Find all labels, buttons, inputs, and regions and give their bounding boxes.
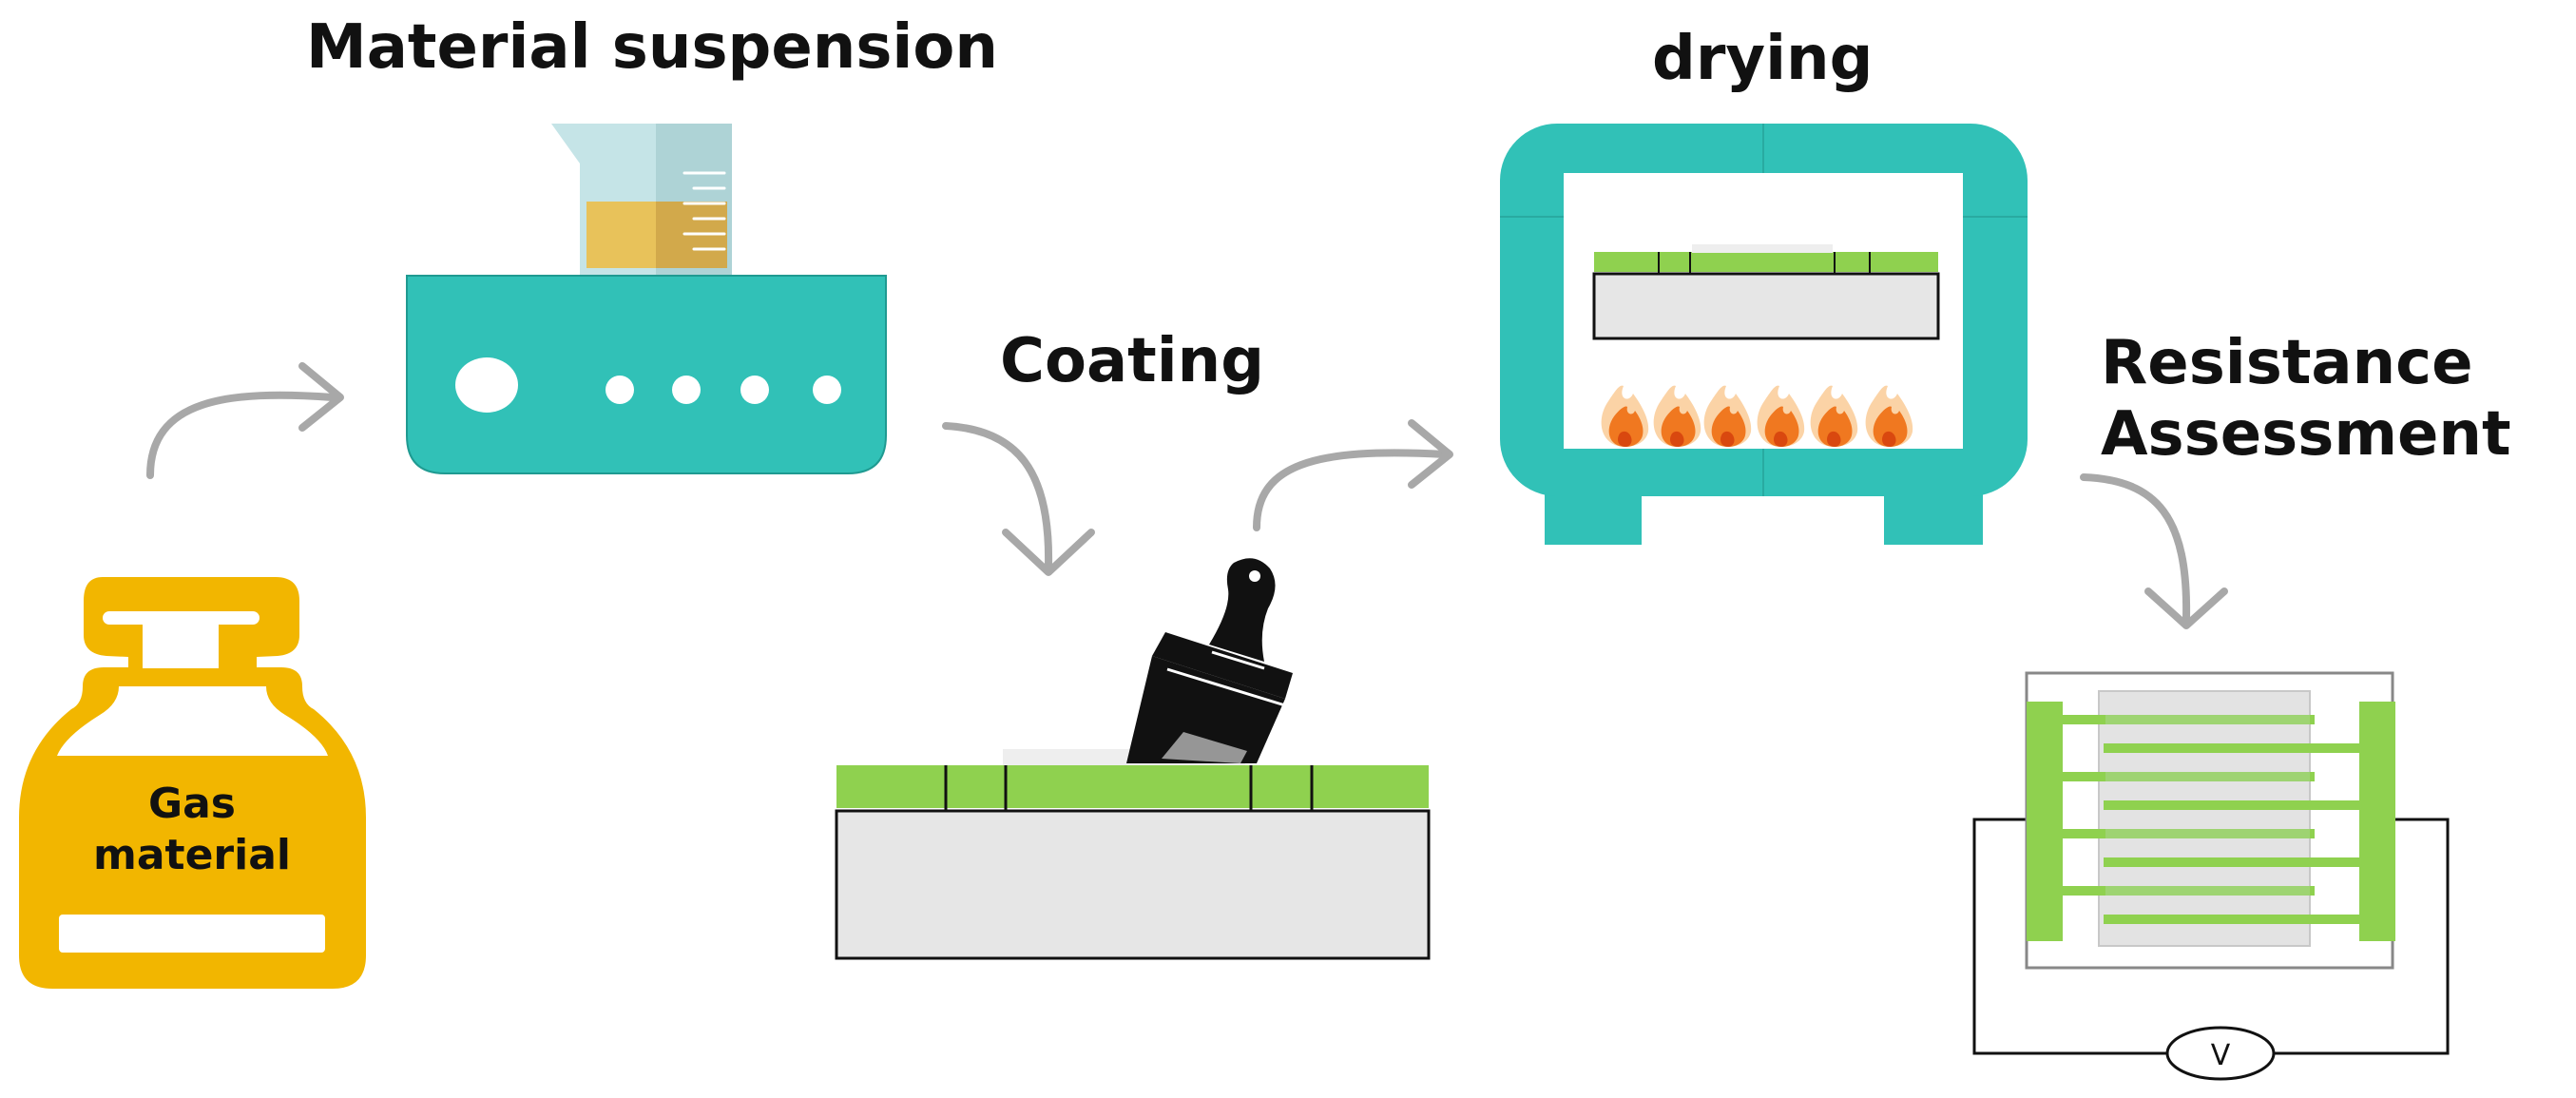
flow-arrows [146,362,2228,629]
interdigitated-electrode-icon [2025,671,2395,970]
voltmeter-symbol: V [2211,1039,2231,1072]
drying-substrate [1592,244,1940,340]
coating-title: Coating [1000,326,1265,396]
paint-brush-icon [1126,558,1293,763]
resistance-circuit: V [1972,671,2450,1081]
beaker-icon [551,124,732,276]
coated-substrate-icon [835,749,1431,960]
arrow-coating-to-drying [1253,419,1453,531]
oven-icon [1500,124,2028,545]
flame-icon [1703,385,1752,447]
voltmeter-icon: V [2165,1026,2276,1081]
flame-icon [1810,385,1858,447]
flame-icon [1653,385,1701,447]
magnetic-stirrer-icon [406,124,887,474]
gas-material-label-line2: material [93,831,291,879]
material-suspension-title: Material suspension [306,12,998,83]
arrow-drying-to-resistance [2080,473,2228,629]
resistance-title-line1: Resistance [2101,328,2473,398]
flame-icon [1757,385,1805,447]
flame-icon [1865,385,1913,447]
gas-material-label-line1: Gas [148,780,236,828]
arrow-gas-to-suspension [146,362,344,479]
arrow-suspension-to-coating [942,422,1095,576]
drying-title: drying [1652,24,1874,94]
resistance-title-line2: Assessment [2101,399,2511,470]
gas-cylinder-icon [19,577,366,989]
flames [1601,385,1913,447]
circuit-wires [1972,818,2450,1055]
flame-icon [1601,385,1649,447]
